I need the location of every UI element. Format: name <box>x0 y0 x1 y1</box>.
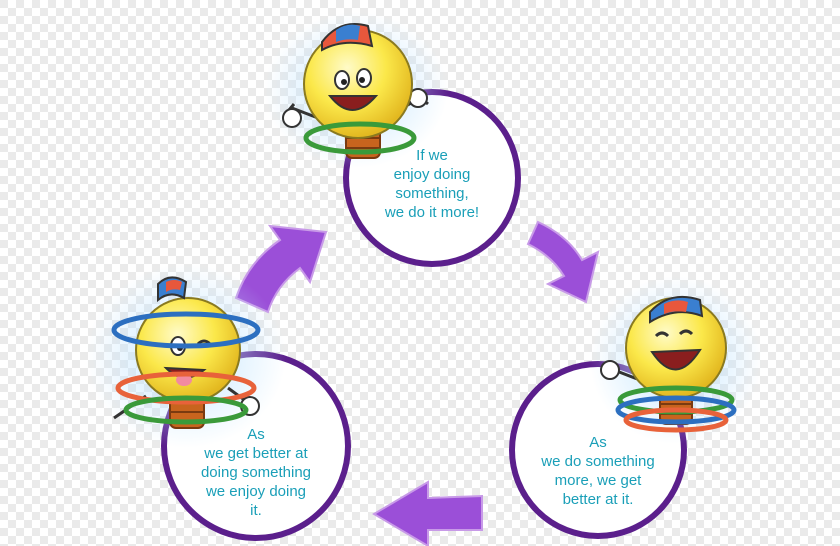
text-line: more, we get <box>554 472 642 489</box>
text-line: enjoy doing <box>393 166 471 183</box>
text-line: doing something <box>200 464 312 481</box>
text-line: we do something <box>541 453 655 470</box>
text-line: If we <box>416 147 448 164</box>
bulb-character-left <box>86 264 286 448</box>
text-line: we get better at <box>204 445 308 462</box>
arrow-left-to-top <box>234 224 328 314</box>
circle-text-top: If we enjoy doing something, we do it mo… <box>352 146 512 222</box>
text-line: we do it more! <box>384 204 480 221</box>
lightbulb-mascot-icon <box>111 276 261 429</box>
text-line: something, <box>395 185 469 202</box>
text-line: As <box>589 434 607 451</box>
lightbulb-mascot-icon <box>600 296 737 433</box>
curved-arrow-icon <box>372 480 483 546</box>
text-line: it. <box>250 502 262 519</box>
text-line: better at it. <box>562 491 634 508</box>
bulb-character-top <box>264 12 448 168</box>
curved-arrow-icon <box>526 220 600 304</box>
bulb-character-right <box>590 276 762 444</box>
lightbulb-mascot-icon <box>282 23 429 159</box>
arrow-top-to-right <box>526 220 600 304</box>
circle-text-right: As we do something more, we get better a… <box>518 433 678 509</box>
text-line: As <box>247 426 265 443</box>
circle-text-left: As we get better at doing something we e… <box>176 425 336 520</box>
text-line: we enjoy doing <box>205 483 307 500</box>
arrow-right-to-left <box>372 480 483 546</box>
curved-arrow-icon <box>234 224 328 314</box>
